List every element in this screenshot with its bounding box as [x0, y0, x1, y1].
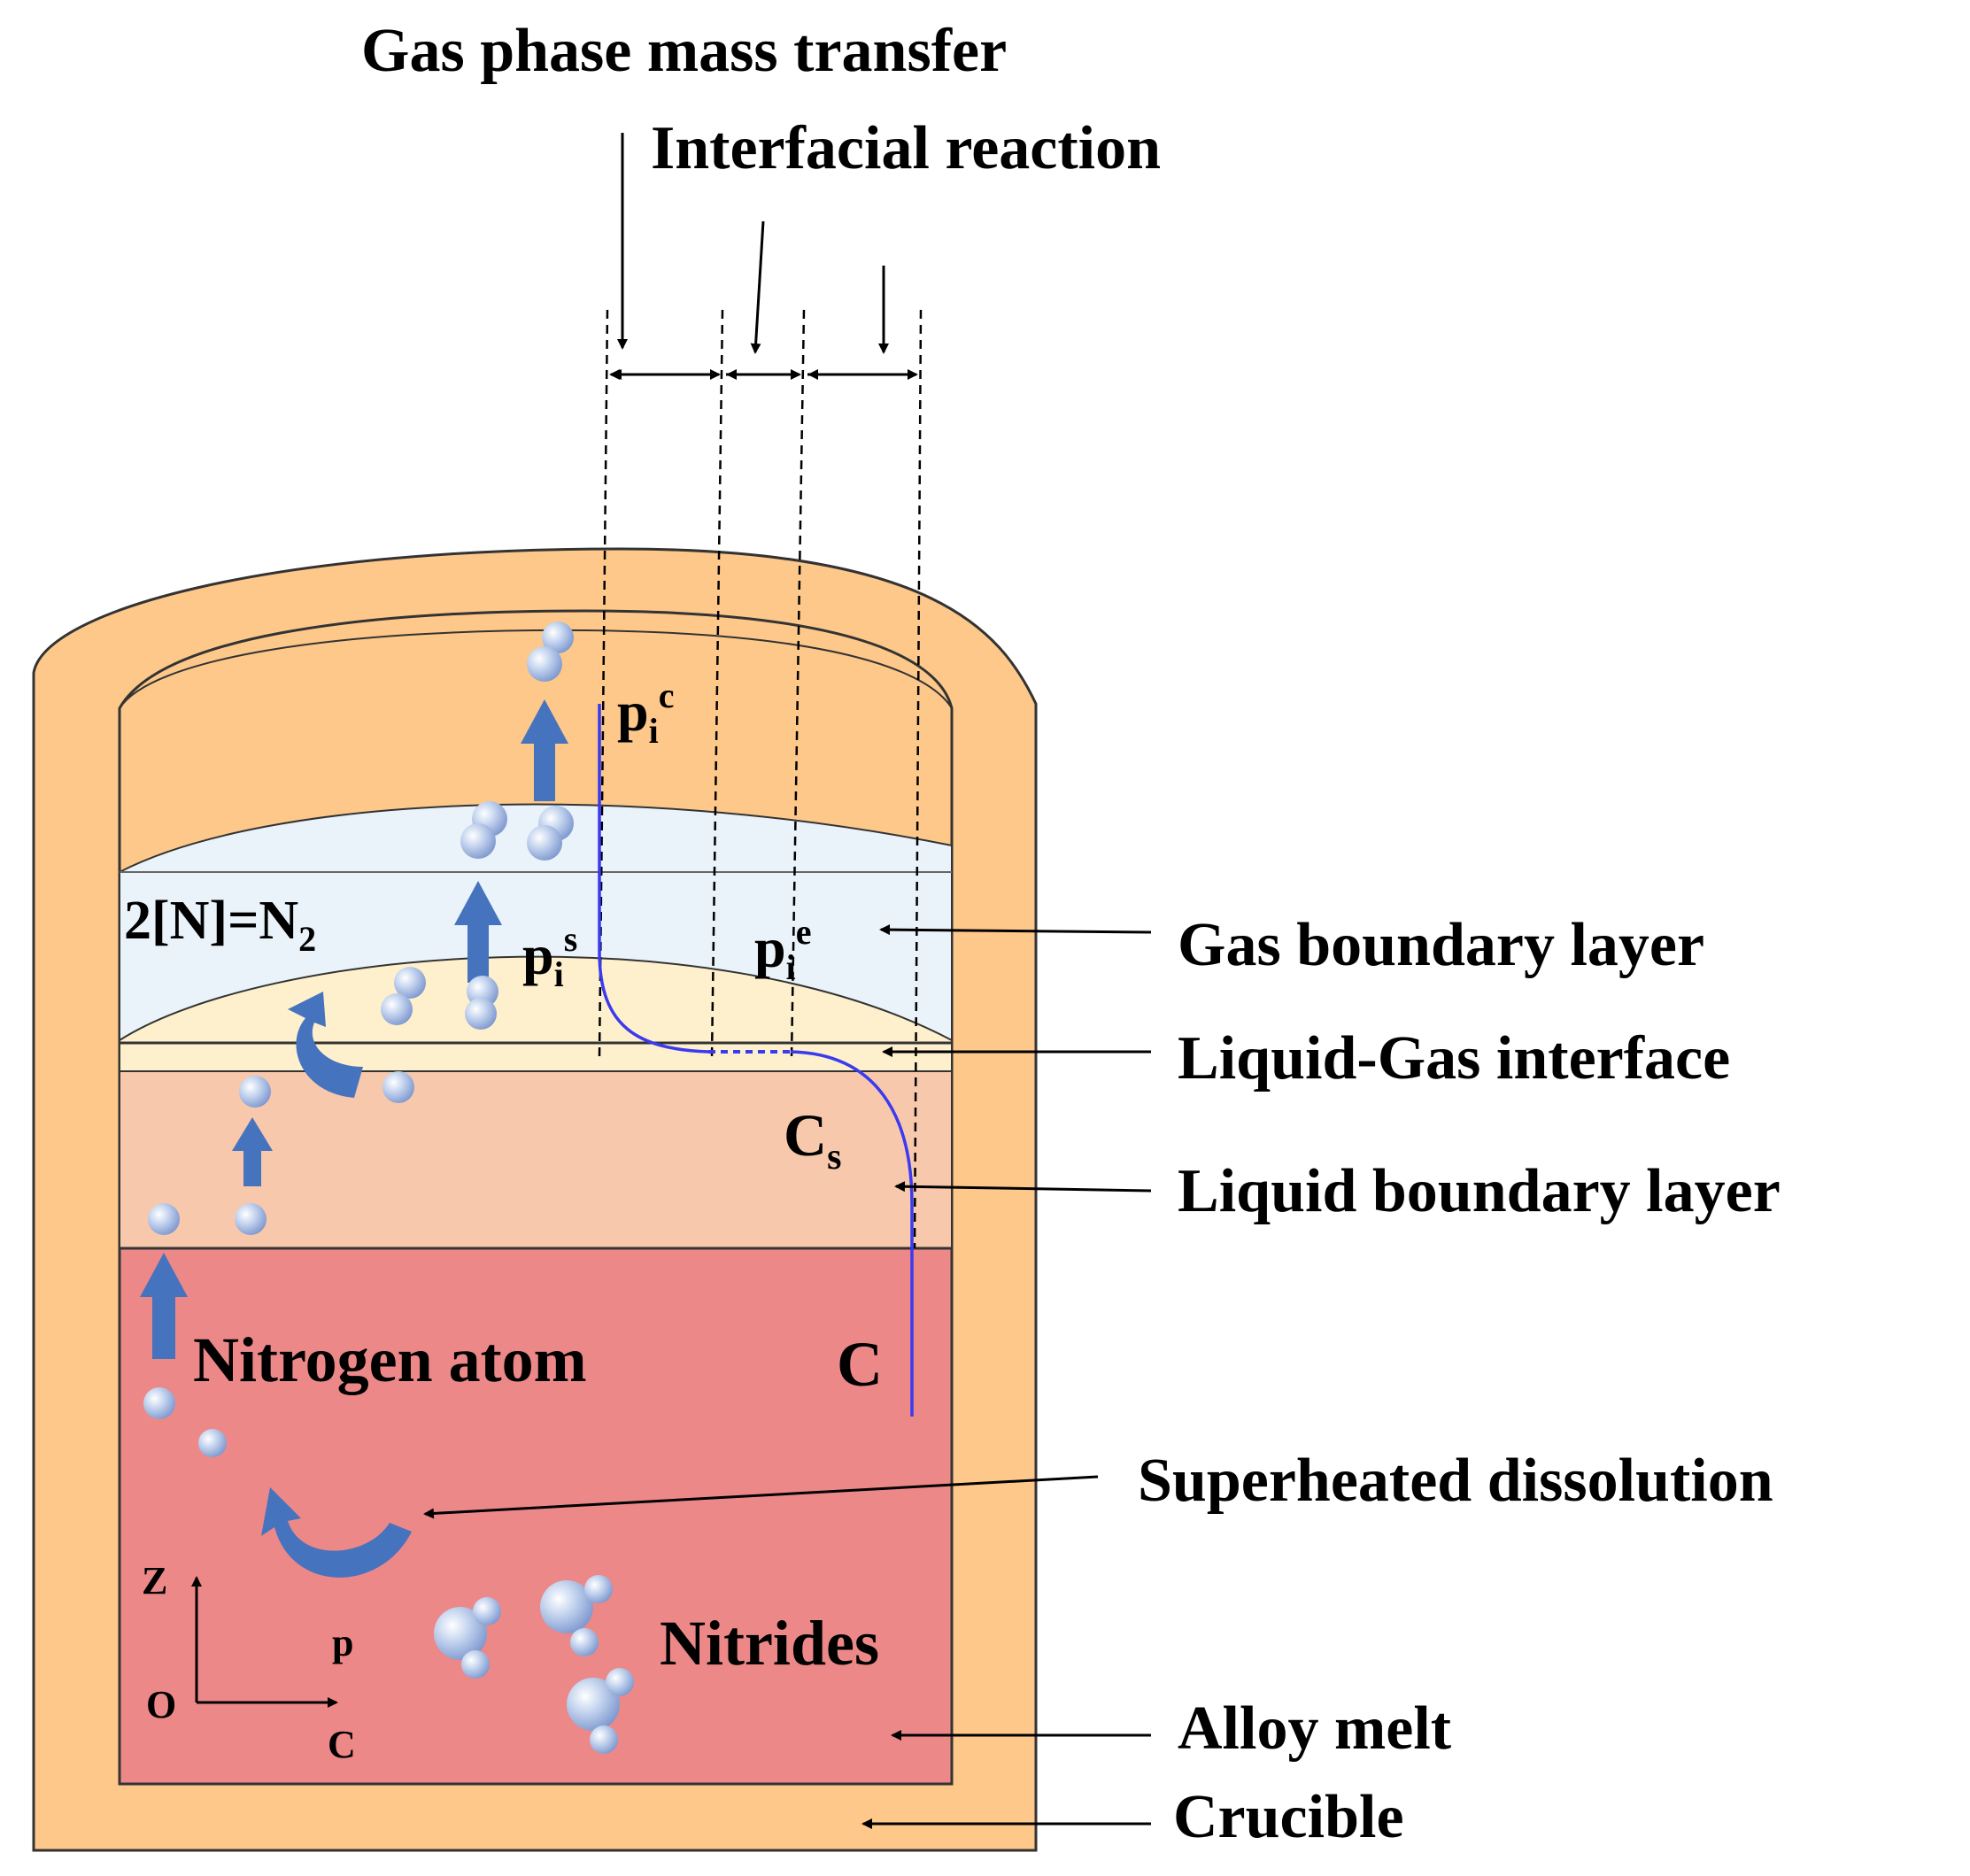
flow-arrow-mid-up [454, 881, 502, 983]
flow-arrows [140, 699, 568, 1578]
concentration-profile-curve [598, 704, 914, 1417]
nitride-clusters [434, 1575, 634, 1754]
label-nitrogen-atom: Nitrogen atom [193, 1324, 587, 1395]
flow-arrow-top-up [521, 699, 568, 801]
flow-arrow-curl-interface [288, 992, 363, 1098]
top-arrows [617, 133, 889, 354]
axis-label-c: C [328, 1723, 356, 1766]
dimension-arrow-starts [611, 369, 818, 380]
coordinate-axes [191, 1576, 338, 1708]
symbol-pis: pis [522, 919, 577, 994]
symbol-pie: pie [754, 912, 811, 987]
label-alloy-melt: Alloy melt [1178, 1695, 1451, 1763]
reaction-equation: 2[N]=N2 [124, 891, 316, 959]
axis-label-z: Z [142, 1559, 167, 1602]
label-liquid-gas-interface: Liquid-Gas interface [1178, 1024, 1730, 1092]
symbol-c-bulk: C [837, 1329, 883, 1400]
label-gas-phase-mass-transfer: Gas phase mass transfer [361, 17, 1007, 85]
symbol-pic: pic [617, 676, 674, 751]
label-crucible: Crucible [1173, 1783, 1404, 1851]
flow-arrow-curl-melt [261, 1487, 412, 1578]
alloy-melt [118, 1247, 954, 1786]
flow-arrow-liquid-up [232, 1117, 273, 1186]
axis-label-origin: O [146, 1683, 176, 1726]
label-superheated-dissolution: Superheated dissolution [1138, 1447, 1773, 1515]
symbol-cs: Cs [784, 1101, 841, 1177]
label-gas-boundary-layer: Gas boundary layer [1178, 911, 1704, 979]
label-arrows [423, 924, 1152, 1829]
nitrogen-bubbles [143, 621, 574, 1457]
dome-lower-line [119, 629, 953, 709]
axis-label-p: p [332, 1621, 353, 1664]
label-interfacial-reaction: Interfacial reaction [651, 114, 1161, 182]
label-nitrides: Nitrides [660, 1608, 879, 1679]
flow-arrow-melt-up [140, 1253, 188, 1359]
label-liquid-boundary-layer: Liquid boundary layer [1178, 1157, 1781, 1225]
